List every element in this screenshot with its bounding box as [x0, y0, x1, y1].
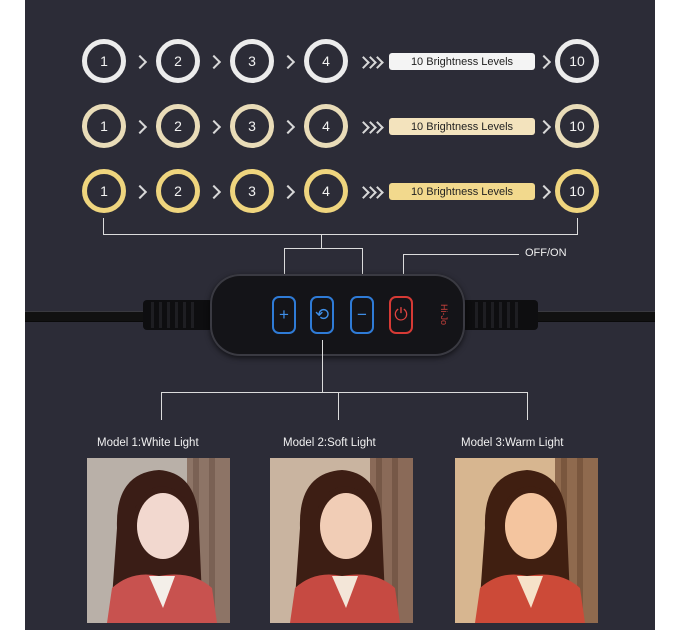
- power-icon: ⏻: [394, 305, 408, 324]
- bracket-line: [103, 218, 104, 234]
- portrait-image: [270, 458, 413, 623]
- brightness-down-button[interactable]: −: [350, 296, 374, 334]
- level-ring-2: 2: [156, 169, 200, 213]
- minus-icon: −: [357, 305, 367, 324]
- cable-right: [525, 311, 655, 322]
- level-ring-1: 1: [82, 169, 126, 213]
- level-ring-4: 4: [304, 39, 348, 83]
- chevron-right-icon: [536, 54, 552, 70]
- inline-remote: + ⟲ − ⏻ Hi-Jo: [210, 274, 465, 356]
- cord-ridge: [499, 302, 502, 328]
- level-ring-10: 10: [555, 104, 599, 148]
- chevron-right-icon: [280, 119, 296, 135]
- bracket-line: [284, 248, 363, 249]
- chevron-right-icon: [206, 54, 222, 70]
- power-button[interactable]: ⏻: [389, 296, 413, 334]
- cord-strain-left: [143, 300, 213, 330]
- level-ring-1: 1: [82, 39, 126, 83]
- power-callout-line: [403, 254, 519, 255]
- portrait-image: [455, 458, 598, 623]
- mode-tree-line: [161, 392, 162, 420]
- brand-logo: Hi-Jo: [439, 304, 449, 326]
- model-photo-white: [87, 458, 230, 623]
- level-ring-2: 2: [156, 104, 200, 148]
- chevron-right-icon: [280, 54, 296, 70]
- bracket-line: [103, 234, 578, 235]
- bracket-line: [577, 218, 578, 234]
- cord-ridge: [183, 302, 186, 328]
- chevron-right-icon: [206, 184, 222, 200]
- cord-ridge: [175, 302, 178, 328]
- product-infographic: 1 2 3 4 10 Brightness Levels 10 1 2 3 4 …: [25, 0, 655, 630]
- cable-left: [25, 311, 155, 322]
- model-photo-warm: [455, 458, 598, 623]
- chevron-right-icon: [206, 119, 222, 135]
- mode-tree-line: [527, 392, 528, 420]
- level-ring-3: 3: [230, 39, 274, 83]
- portrait-image: [87, 458, 230, 623]
- cord-ridge: [483, 302, 486, 328]
- brightness-levels-pill: 10 Brightness Levels: [389, 183, 535, 200]
- mode-caption-white: Model 1:White Light: [97, 437, 199, 449]
- bracket-line: [284, 248, 285, 296]
- brightness-levels-pill: 10 Brightness Levels: [389, 118, 535, 135]
- level-ring-3: 3: [230, 169, 274, 213]
- mode-tree-line: [322, 340, 323, 392]
- chevron-right-icon: [280, 184, 296, 200]
- brightness-levels-pill: 10 Brightness Levels: [389, 53, 535, 70]
- brightness-up-button[interactable]: +: [272, 296, 296, 334]
- level-ring-3: 3: [230, 104, 274, 148]
- cord-ridge: [167, 302, 170, 328]
- cord-ridge: [475, 302, 478, 328]
- chevron-right-icon: [132, 119, 148, 135]
- power-label: OFF/ON: [525, 247, 567, 259]
- level-ring-4: 4: [304, 169, 348, 213]
- mode-switch-button[interactable]: ⟲: [310, 296, 334, 334]
- mode-cycle-icon: ⟲: [314, 305, 330, 324]
- cord-ridge: [191, 302, 194, 328]
- chevron-right-icon: [132, 54, 148, 70]
- level-ring-10: 10: [555, 39, 599, 83]
- level-ring-4: 4: [304, 104, 348, 148]
- level-ring-1: 1: [82, 104, 126, 148]
- bracket-line: [321, 234, 322, 248]
- mode-caption-soft: Model 2:Soft Light: [283, 437, 376, 449]
- chevron-right-icon: [536, 119, 552, 135]
- plus-icon: +: [279, 305, 289, 324]
- cord-ridge: [159, 302, 162, 328]
- mode-tree-line: [338, 392, 339, 420]
- model-photo-soft: [270, 458, 413, 623]
- cord-ridge: [507, 302, 510, 328]
- level-ring-2: 2: [156, 39, 200, 83]
- bracket-line: [362, 248, 363, 296]
- mode-tree-line: [161, 392, 528, 393]
- chevron-right-icon: [132, 184, 148, 200]
- level-ring-10: 10: [555, 169, 599, 213]
- mode-caption-warm: Model 3:Warm Light: [461, 437, 564, 449]
- cord-ridge: [151, 302, 154, 328]
- cord-ridge: [515, 302, 518, 328]
- cord-ridge: [491, 302, 494, 328]
- chevron-right-icon: [536, 184, 552, 200]
